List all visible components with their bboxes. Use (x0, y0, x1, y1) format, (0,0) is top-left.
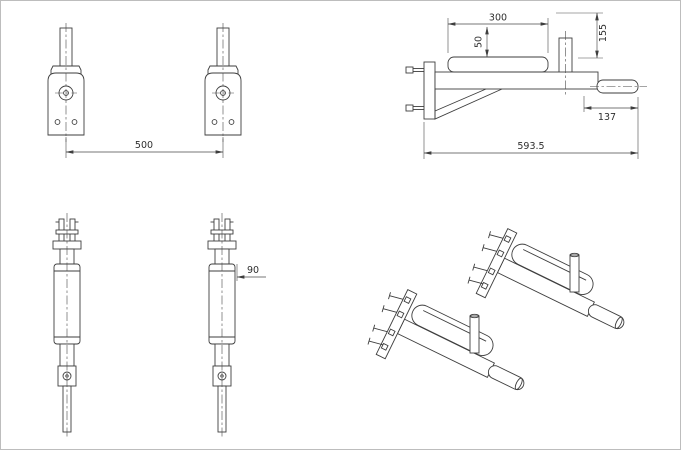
bolt-square (503, 235, 512, 244)
bolt-head-top (405, 66, 414, 74)
mounting-plate (475, 228, 518, 299)
crossbar-tube (434, 71, 599, 90)
bracket-left (47, 22, 85, 143)
bar-end-face (614, 316, 623, 329)
bolt-pin (468, 279, 483, 285)
bolt-pin-head (472, 263, 476, 271)
bolt-square (487, 267, 496, 276)
dim-label-593-5: 593.5 (517, 141, 544, 152)
bolt-square (480, 281, 489, 290)
post-top-face (569, 252, 580, 258)
dim-label-90: 90 (247, 265, 259, 276)
bolt-pin-head (372, 324, 376, 332)
bolt-pin-head (367, 337, 371, 345)
dim-label-155: 155 (598, 24, 609, 42)
dim-label-50: 50 (474, 36, 485, 48)
side-view: 300 50 155 137 593.5 (405, 13, 647, 159)
bolt-pin-head (388, 292, 391, 300)
bolt-square (387, 328, 396, 337)
iso-unit-rear (467, 228, 625, 330)
upright-post (569, 254, 580, 293)
bolt-pin-head (481, 244, 485, 252)
front-view: 500 (47, 22, 242, 158)
bolt-square (496, 249, 505, 258)
bolt-pin (482, 247, 497, 252)
gusset-inner-edge (434, 88, 487, 112)
bolt-pin (382, 308, 397, 313)
bolt-pin (489, 234, 504, 239)
post-detail-view: 90 (52, 212, 266, 439)
iso-unit-front (367, 289, 525, 391)
bar-end-cylinder (487, 365, 525, 391)
bar-end-face (514, 377, 523, 390)
bolt-pin-head (488, 231, 491, 239)
bolt-square (403, 296, 412, 305)
foam-pad (447, 56, 549, 73)
bolt-pin (373, 327, 388, 333)
wall-plate (423, 61, 436, 120)
gusset-brace (434, 88, 503, 120)
bolt-head-bottom (405, 104, 414, 112)
bolt-square (380, 342, 389, 351)
post-left (52, 212, 82, 439)
mounting-plate (375, 289, 418, 360)
dim-label-137: 137 (598, 112, 616, 123)
dim-label-300: 300 (489, 13, 507, 24)
bolt-pin (368, 340, 383, 346)
isometric-view (367, 228, 625, 391)
bolt-pin-head (467, 276, 471, 284)
post-top-face (469, 313, 480, 319)
dim-label-500: 500 (135, 140, 153, 151)
post-right (207, 212, 237, 439)
bracket-right (204, 22, 242, 143)
bolt-pin-head (381, 305, 385, 313)
bar-end-cylinder (587, 304, 625, 330)
upright-post (469, 315, 480, 354)
bolt-pin (389, 295, 404, 300)
bolt-square (396, 310, 405, 319)
bolt-pin (473, 266, 488, 272)
